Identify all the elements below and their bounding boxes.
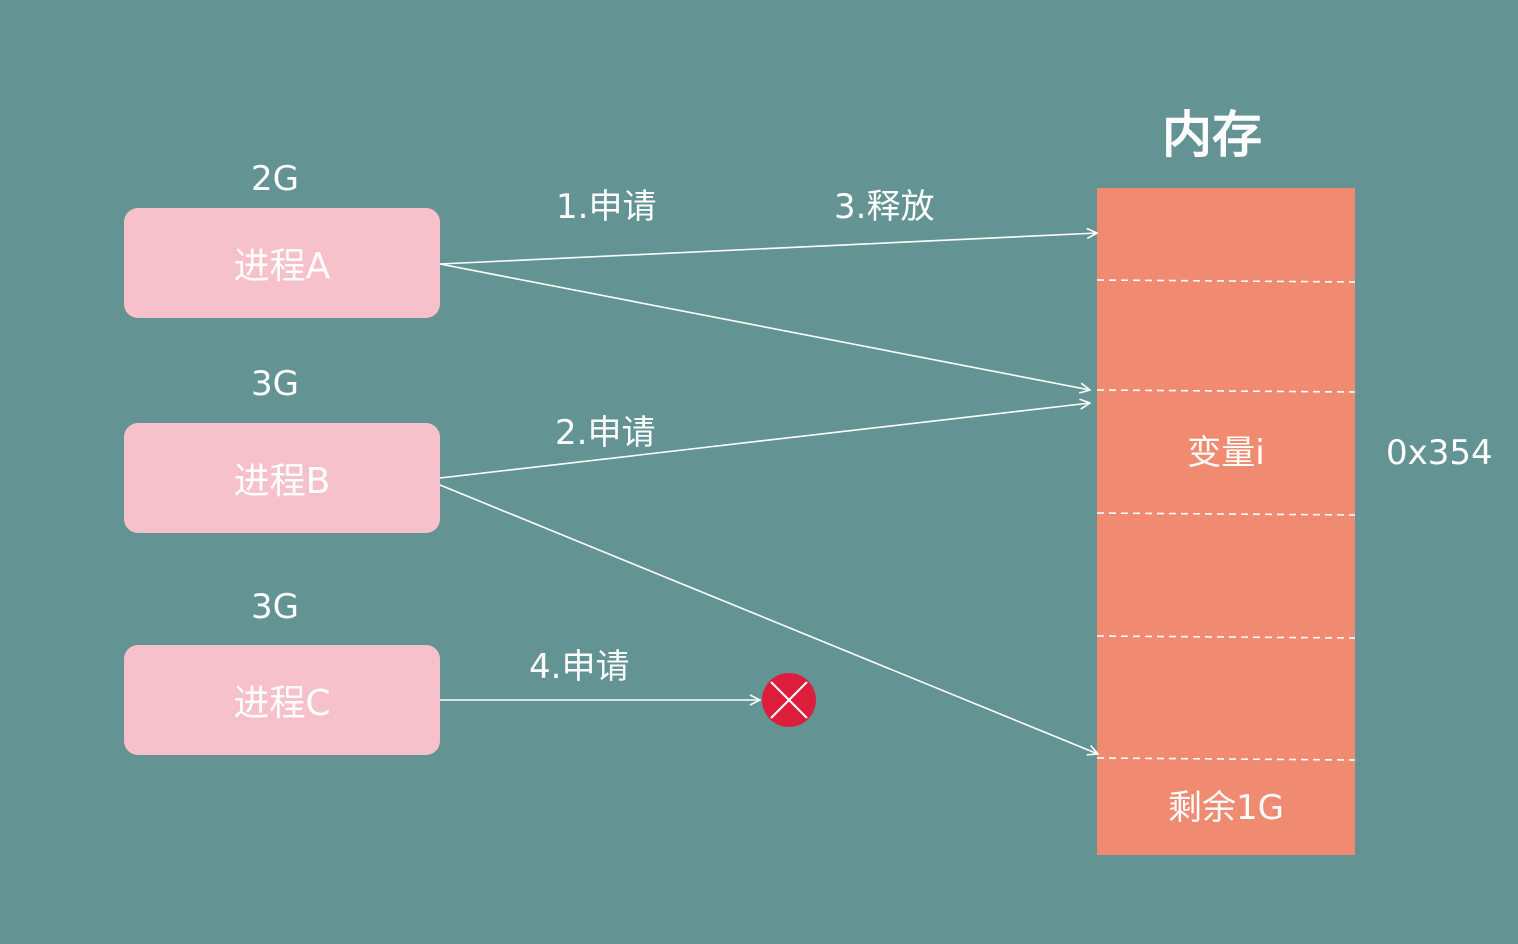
arrow-a-to-memory-top <box>439 233 1097 265</box>
edge-label-c-request: 4.申请 <box>529 647 630 687</box>
memory-separator <box>1096 512 1356 516</box>
process-c-box: 进程C <box>124 645 440 755</box>
process-b-size: 3G <box>251 364 299 404</box>
process-c-size: 3G <box>251 587 299 627</box>
process-a-box: 进程A <box>124 208 440 318</box>
memory-block <box>1097 188 1355 855</box>
arrow-b-to-memory-remaining <box>439 484 1098 754</box>
memory-address-label: 0x354 <box>1386 433 1493 473</box>
process-a-size: 2G <box>251 159 299 199</box>
arrow-a-to-memory-slot <box>439 263 1090 390</box>
edge-label-a-release: 3.释放 <box>834 187 935 227</box>
x-circle-icon <box>762 673 816 727</box>
process-b-box: 进程B <box>124 423 440 533</box>
memory-variable-label: 变量i <box>1187 433 1265 473</box>
memory-separator <box>1096 635 1356 639</box>
process-a-label: 进程A <box>233 246 331 287</box>
process-c-label: 进程C <box>233 683 331 724</box>
memory-title: 内存 <box>1162 106 1262 164</box>
process-b-label: 进程B <box>233 461 331 502</box>
memory-slot-separators <box>1096 279 1356 761</box>
arrow-b-to-memory-slot <box>439 403 1090 479</box>
memory-separator <box>1096 279 1356 283</box>
memory-separator <box>1096 389 1356 393</box>
edge-label-b-request: 2.申请 <box>555 413 656 453</box>
memory-separator <box>1096 757 1356 761</box>
memory-remaining-label: 剩余1G <box>1168 788 1284 828</box>
edge-label-a-request: 1.申请 <box>556 187 657 227</box>
